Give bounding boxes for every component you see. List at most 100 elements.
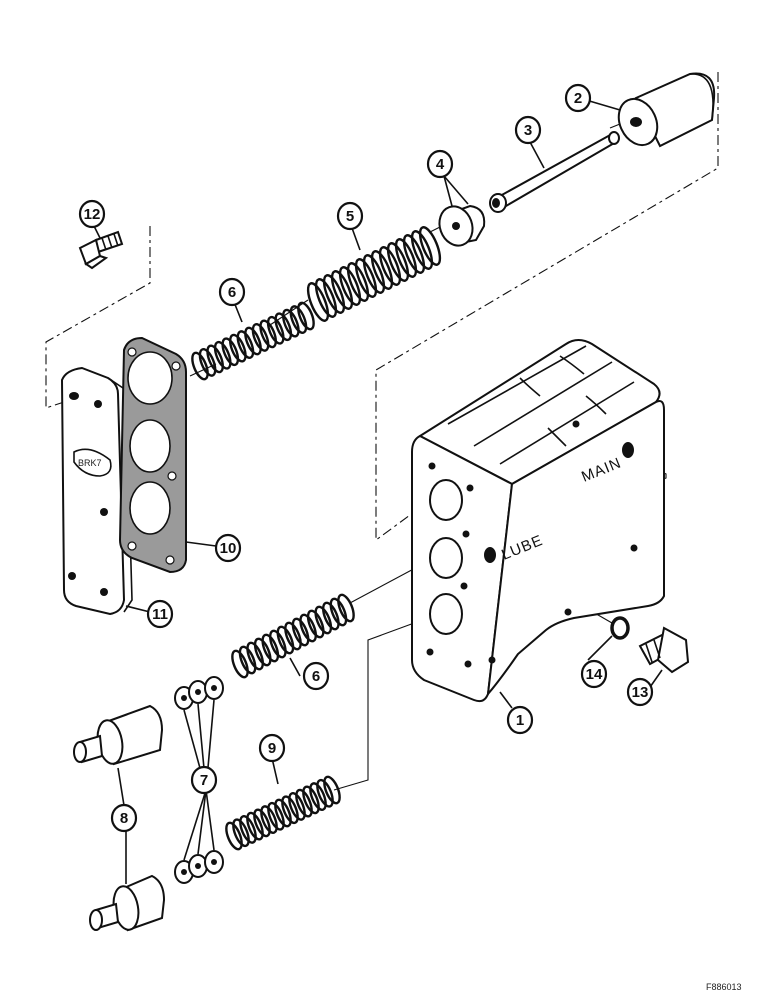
spring-coil	[322, 601, 340, 631]
callout-circle	[302, 661, 330, 691]
callout-number: 9	[268, 740, 276, 757]
valve-body: MAIN LUBE	[411, 339, 665, 703]
spring-coil	[386, 242, 410, 282]
callout-number: 14	[586, 666, 603, 683]
spring-coil	[288, 792, 306, 821]
spring-coil	[274, 798, 292, 828]
figure-code: F886013	[706, 982, 742, 992]
callout-number: 5	[346, 208, 354, 225]
spring-coil	[295, 788, 313, 818]
callout-circle	[336, 201, 364, 231]
spring-coil	[378, 246, 402, 286]
spring-coil	[289, 305, 308, 334]
callout-circle	[506, 705, 534, 735]
washer-set-upper	[174, 676, 224, 710]
spring-coil	[338, 266, 362, 306]
spring-coil	[253, 808, 271, 838]
callout-number: 1	[516, 712, 524, 729]
spring-coil	[231, 649, 249, 679]
spring-coil	[306, 282, 330, 322]
spring-coil	[418, 226, 442, 266]
spring-coil	[291, 617, 310, 647]
spring-coil	[251, 323, 270, 352]
spring-coil	[394, 238, 418, 278]
spring-coil	[297, 301, 315, 331]
spring-coil	[362, 254, 386, 294]
callout-number: 12	[84, 206, 101, 223]
spring-coil	[330, 270, 354, 310]
spring-coil	[410, 230, 434, 270]
spring-coil	[314, 278, 338, 318]
spring-coil	[266, 315, 285, 345]
plug-piston	[617, 72, 716, 148]
bolt-12	[78, 230, 124, 270]
callout-number: 7	[200, 772, 208, 789]
washer-set-lower	[174, 850, 224, 884]
spring-coil	[244, 326, 262, 356]
callout-number: 2	[574, 90, 582, 107]
lower-small-spring	[231, 593, 355, 679]
callout-number: 3	[524, 122, 532, 139]
spring-coil	[246, 811, 264, 841]
spring-coil	[322, 274, 346, 314]
spring-coil	[269, 629, 287, 659]
callout-circle	[110, 803, 138, 833]
spring-coil	[302, 785, 320, 815]
spring-coil	[232, 818, 250, 848]
spring-coil	[260, 805, 278, 834]
spring-coil	[314, 605, 333, 635]
callout-circle	[218, 277, 246, 307]
spring-coil	[261, 633, 280, 663]
spring-coil	[246, 641, 264, 671]
spring-coil	[284, 621, 302, 651]
callout-circle	[190, 765, 218, 795]
callout-number: 10	[220, 540, 237, 557]
plug-bolt-13	[638, 626, 690, 674]
gasket	[118, 336, 187, 574]
spring-coil	[198, 348, 217, 377]
spring-coil	[221, 337, 240, 367]
spring-coil	[236, 330, 255, 359]
spring-coil	[229, 333, 247, 363]
spring-coil	[282, 308, 300, 338]
valve-rod	[489, 131, 620, 213]
callout-circle	[626, 677, 654, 707]
spring-coil	[309, 782, 327, 811]
spring-coil	[402, 234, 426, 274]
spring-coil	[276, 625, 295, 655]
callout-number: 8	[120, 810, 128, 827]
spring-coil	[354, 258, 378, 298]
callout-circle	[258, 733, 286, 763]
spring-coil	[238, 645, 257, 675]
spring-coil	[206, 344, 224, 374]
spring-coil	[306, 609, 325, 639]
spring-coil	[274, 312, 293, 342]
spring-coil	[299, 613, 317, 643]
spring-seat	[438, 204, 486, 247]
spring-coil	[239, 815, 257, 844]
callout-number: 11	[152, 606, 168, 623]
piston-upper	[73, 704, 164, 766]
spring-coil	[191, 351, 209, 381]
callout-number: 4	[436, 156, 445, 173]
callout-circle	[580, 659, 608, 689]
spring-coil	[346, 262, 370, 302]
o-ring-washer	[610, 616, 630, 640]
spring-coil	[259, 319, 277, 349]
callout-circle	[426, 149, 454, 179]
callout-number: 6	[228, 284, 236, 301]
callout-number: 13	[632, 684, 649, 701]
spring-coil	[253, 637, 272, 667]
callout-circle	[78, 199, 106, 229]
spring-coil	[267, 801, 285, 831]
callout-circle	[214, 533, 242, 563]
spring-coil	[329, 597, 348, 627]
spring-coil	[281, 795, 299, 825]
spring-coil	[370, 250, 394, 290]
spring-9	[225, 775, 341, 851]
upper-small-spring	[191, 301, 315, 381]
spring-coil	[337, 593, 355, 623]
callout-number: 6	[312, 668, 320, 685]
